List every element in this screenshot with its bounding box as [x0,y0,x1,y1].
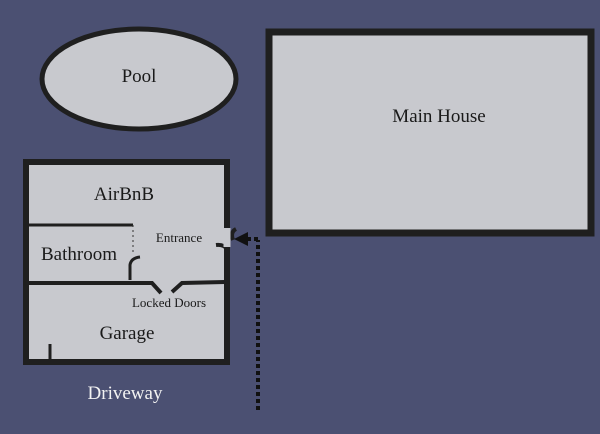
entrance-door [215,227,238,252]
pool-label: Pool [121,66,157,87]
airbnb-building-shape[interactable] [23,159,230,365]
garage-label: Garage [99,323,155,344]
garage-wall-right [170,280,226,294]
bathroom-door [128,255,141,280]
driveway-label: Driveway [87,383,163,404]
entrance-label: Entrance [155,230,203,245]
main-house-shape[interactable] [265,28,595,237]
airbnb-label: AirBnB [93,184,155,205]
locked-doors-label: Locked Doors [131,295,207,310]
path-arrowhead-icon [234,232,248,246]
bathroom-label: Bathroom [41,244,117,265]
pool-shape[interactable] [39,26,239,132]
garage-wall-left [26,281,163,295]
main-house-label: Main House [392,106,486,127]
